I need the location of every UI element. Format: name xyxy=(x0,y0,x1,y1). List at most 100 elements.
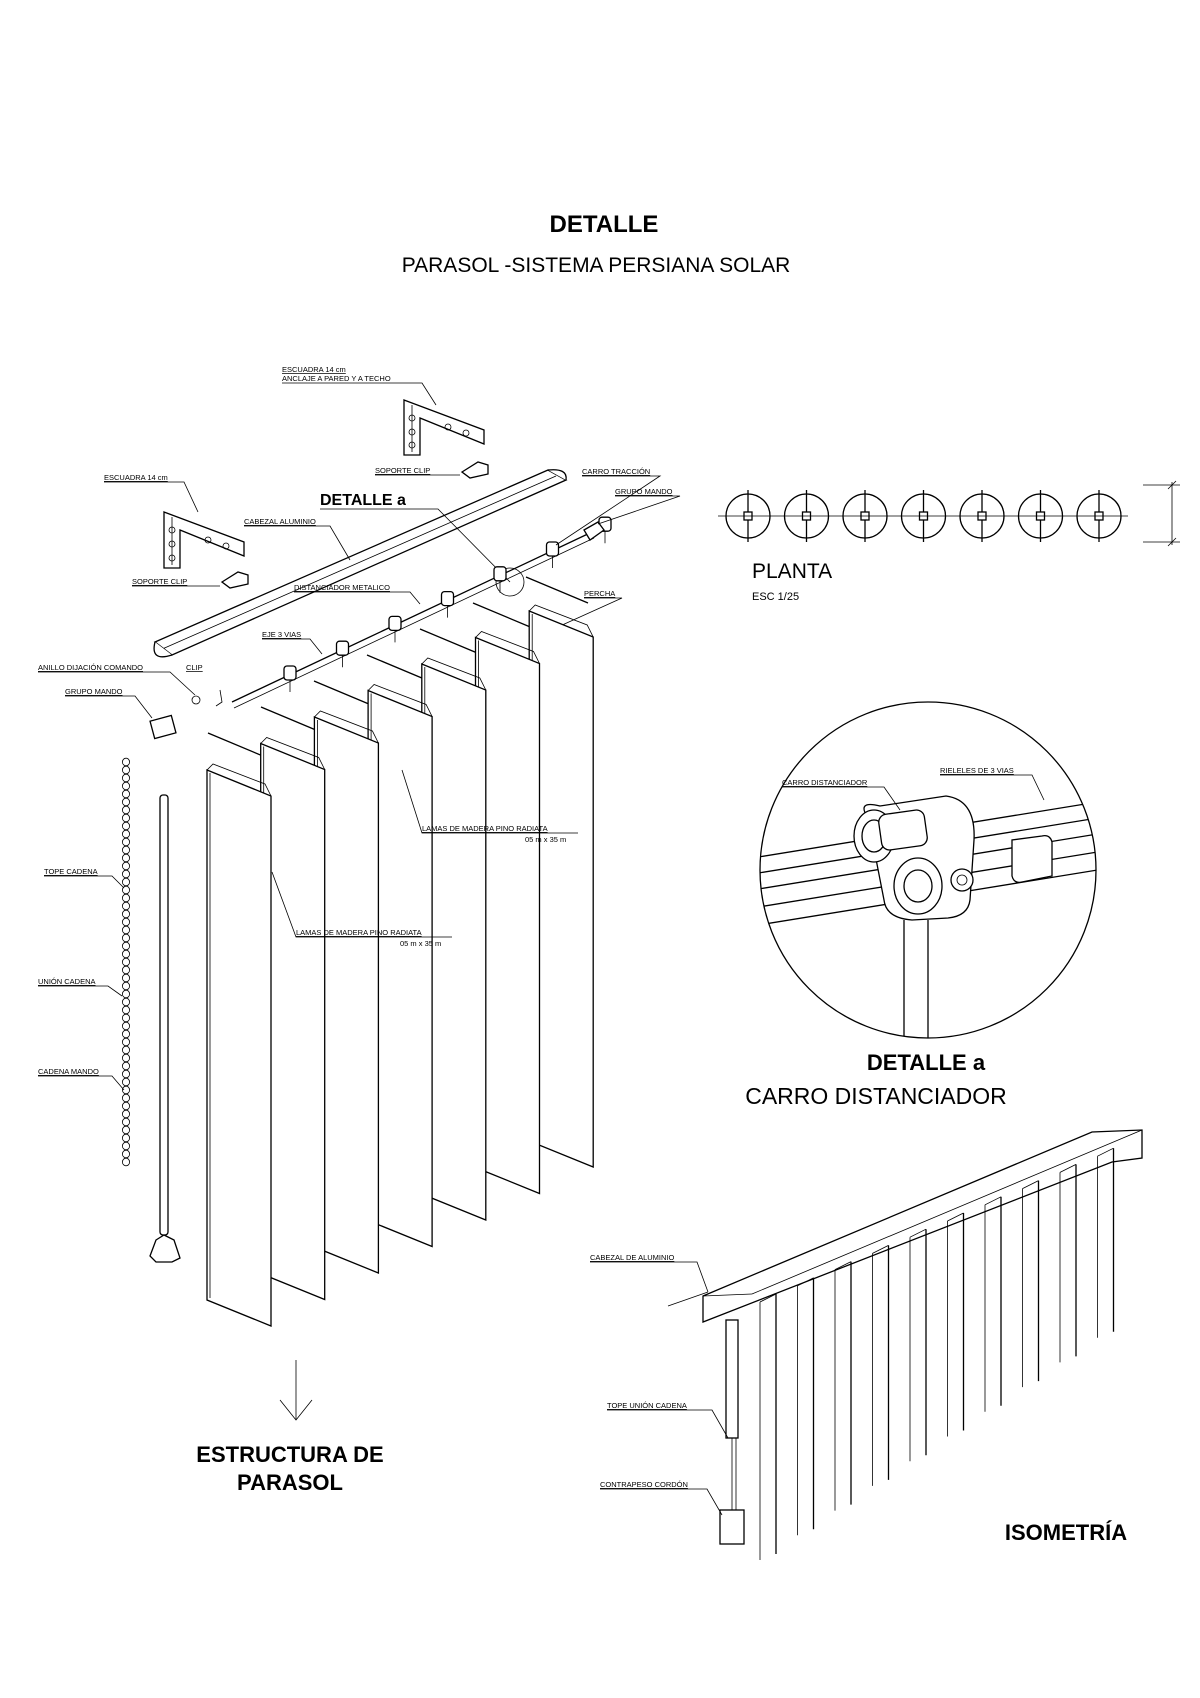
estructura-title-1: ESTRUCTURA DE xyxy=(196,1442,383,1467)
lamas-dim-1: 05 m x 35 m xyxy=(525,835,566,844)
tope-cadena-label: TOPE CADENA xyxy=(44,867,98,876)
detail-a-subtitle: CARRO DISTANCIADOR xyxy=(745,1083,1007,1109)
escuadra-left-bracket xyxy=(163,511,245,569)
soporte-clip-top xyxy=(460,461,489,479)
axle-carrier xyxy=(335,640,350,668)
iso-slat xyxy=(797,1277,815,1536)
percha-label: PERCHA xyxy=(584,589,615,598)
chain-bead xyxy=(122,805,131,815)
carro-distanciador-label: CARRO DISTANCIADOR xyxy=(782,778,868,787)
iso-contrapeso-label: CONTRAPESO CORDÓN xyxy=(600,1480,688,1489)
hanger-rod xyxy=(260,706,324,734)
clip-label: CLIP xyxy=(186,663,203,672)
chain-bead xyxy=(122,965,131,975)
iso-slat xyxy=(1022,1180,1040,1388)
page-title: DETALLE xyxy=(550,211,659,238)
chain-bead xyxy=(122,789,131,799)
exploded-view: ESCUADRA 14 cm ANCLAJE A PARED Y A TECHO… xyxy=(38,365,681,1495)
chain-bead xyxy=(122,765,131,775)
chain-bead xyxy=(122,1021,131,1031)
chain-bead xyxy=(122,829,131,839)
chain-bead xyxy=(122,949,131,959)
lamas-label-1: LAMAS DE MADERA PINO RADIATA xyxy=(422,824,548,833)
chain-bead xyxy=(122,781,131,791)
distanciador-label: DISTANCIADOR METALICO xyxy=(294,583,390,592)
union-cadena-label: UNIÓN CADENA xyxy=(38,977,96,986)
axle-carrier xyxy=(388,615,402,643)
hanger-rod xyxy=(472,602,536,630)
grupo-mando-top-label: GRUPO MANDO xyxy=(615,487,673,496)
iso-slat xyxy=(947,1212,965,1437)
lamas-slats xyxy=(206,604,594,1327)
isometria-title: ISOMETRÍA xyxy=(1005,1520,1127,1545)
chain-bead xyxy=(122,861,131,871)
chain-bead xyxy=(122,1117,131,1127)
chain-bead xyxy=(122,989,131,999)
planta-view: PLANTA ESC 1/25 xyxy=(718,480,1180,603)
chain-bead xyxy=(122,853,131,863)
chain-bead xyxy=(122,1157,131,1167)
chain-bead xyxy=(122,941,131,951)
soporte-clip-left xyxy=(220,571,249,589)
carro-traccion-label: CARRO TRACCIÓN xyxy=(582,467,650,476)
chain-bead xyxy=(122,997,131,1007)
isometria-view: CABEZAL DE ALUMINIO TOPE UNIÓN CADENA CO… xyxy=(590,1129,1143,1560)
detail-a-view: CARRO DISTANCIADOR RIELELES DE 3 VIAS DE… xyxy=(745,701,1097,1109)
chain-bead xyxy=(122,1109,131,1119)
iso-slat xyxy=(984,1196,1002,1412)
chain-bead xyxy=(122,1093,131,1103)
cadena-mando-label: CADENA MANDO xyxy=(38,1067,99,1076)
rieles-label: RIELELES DE 3 VIAS xyxy=(940,766,1014,775)
chain-bead xyxy=(122,917,131,927)
chain-bead xyxy=(122,1013,131,1023)
iso-cabezal xyxy=(702,1129,1143,1323)
chain-bead xyxy=(122,901,131,911)
chain-bead xyxy=(122,773,131,783)
hanger-rod xyxy=(366,654,430,682)
wand-rod xyxy=(149,794,181,1263)
eje-label: EJE 3 VIAS xyxy=(262,630,301,639)
chain-bead xyxy=(122,813,131,823)
chain-bead xyxy=(122,1053,131,1063)
axle-carrier xyxy=(440,590,455,618)
cabezal-label: CABEZAL ALUMINIO xyxy=(244,517,316,526)
planta-scale: ESC 1/25 xyxy=(752,591,799,603)
detail-a-title: DETALLE a xyxy=(867,1050,986,1075)
clip-part xyxy=(215,689,223,707)
axle-carrier xyxy=(283,665,297,692)
chain-bead xyxy=(122,1125,131,1135)
escuadra-top-label-2: ANCLAJE A PARED Y A TECHO xyxy=(282,374,391,383)
hanger-rod xyxy=(313,680,377,708)
escuadra-top-label-1: ESCUADRA 14 cm xyxy=(282,365,346,374)
eje-axle xyxy=(231,516,612,709)
hanger-rod xyxy=(207,732,271,760)
chain-bead xyxy=(122,893,131,903)
axle-carrier xyxy=(545,541,560,568)
chain-bead xyxy=(122,973,131,983)
grupo-mando-left xyxy=(149,714,177,740)
iso-slat xyxy=(872,1245,890,1486)
chain-bead xyxy=(122,1045,131,1055)
chain-bead xyxy=(122,1037,131,1047)
chain-bead xyxy=(122,1149,131,1159)
chain-bead xyxy=(122,821,131,831)
down-arrow-icon xyxy=(279,1360,313,1421)
soporte-clip-top-label: SOPORTE CLIP xyxy=(375,466,430,475)
iso-slat xyxy=(909,1228,927,1462)
chain-bead xyxy=(122,877,131,887)
estructura-title-2: PARASOL xyxy=(237,1470,343,1495)
chain-bead xyxy=(122,757,131,767)
chain-bead xyxy=(122,1141,131,1151)
planta-title: PLANTA xyxy=(752,560,832,583)
chain-bead xyxy=(122,925,131,935)
escuadra-top-bracket xyxy=(403,399,485,456)
chain-bead xyxy=(122,957,131,967)
lamas-dim-2: 05 m x 35 m xyxy=(400,939,441,948)
chain-bead xyxy=(122,909,131,919)
chain-bead xyxy=(122,981,131,991)
detalle-a-callout: DETALLE a xyxy=(320,492,406,509)
hanger-rod xyxy=(525,576,589,604)
anillo-label: ANILLO DIJACIÓN COMANDO xyxy=(38,663,143,672)
chain-bead xyxy=(122,1133,131,1143)
